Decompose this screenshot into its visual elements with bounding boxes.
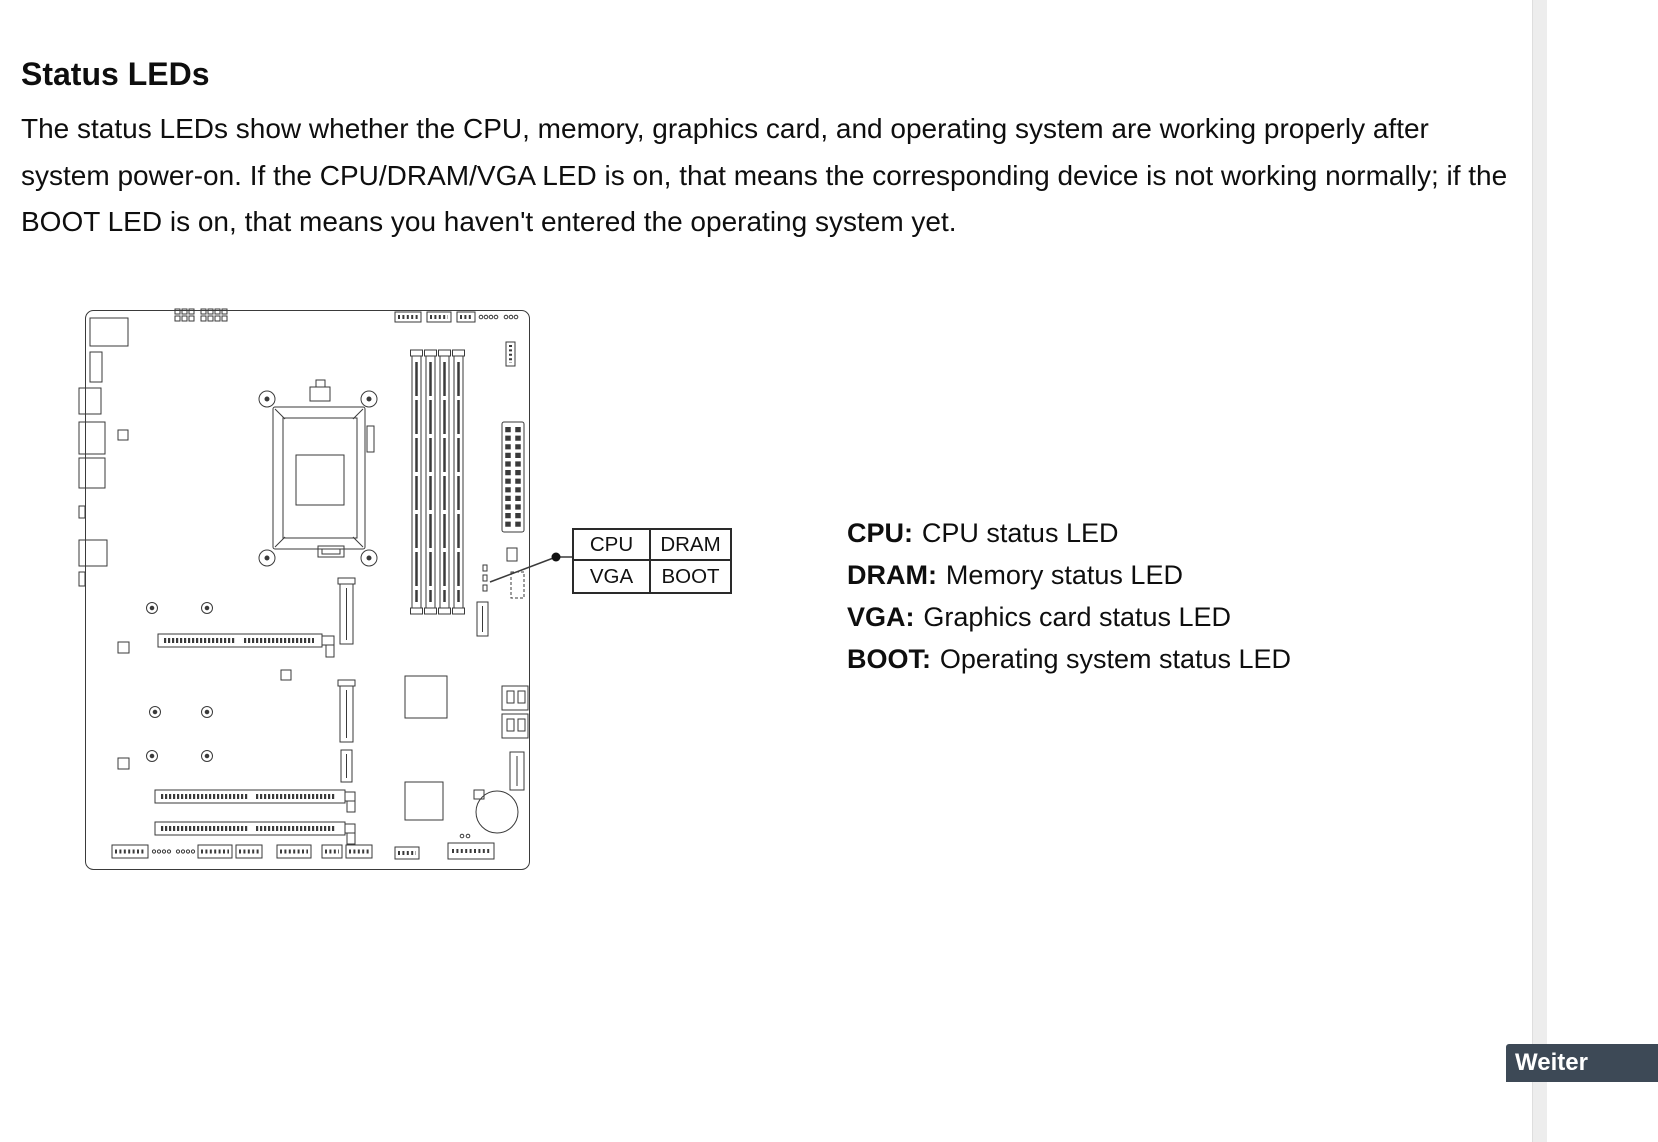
status-leds-indicator: [476, 564, 489, 637]
legend-desc: Operating system status LED: [939, 644, 1292, 674]
scrollbar[interactable]: [1532, 0, 1547, 1142]
body-text: The status LEDs show whether the CPU, me…: [21, 113, 1508, 237]
callout-cell-boot: BOOT: [661, 564, 720, 588]
io-ports: [78, 317, 129, 587]
callout-leader: [489, 552, 578, 583]
usb-pin-headers: [174, 308, 228, 322]
screw-holes: [117, 602, 292, 770]
legend-desc: Memory status LED: [945, 560, 1183, 590]
legend-term: BOOT:: [847, 644, 931, 674]
dimm-slots: [410, 349, 465, 615]
fan-headers: [394, 311, 519, 367]
callout-dot: [551, 552, 561, 562]
battery: [473, 789, 519, 834]
page-title: Status LEDs: [21, 56, 210, 92]
callout-cell-vga: VGA: [574, 561, 651, 592]
chipset: [404, 675, 448, 821]
motherboard-diagram: [78, 308, 578, 870]
led-label-table: CPU DRAM VGA BOOT: [572, 528, 732, 594]
legend-desc: CPU status LED: [921, 518, 1119, 548]
pcie-slots: [154, 633, 356, 845]
legend-term: DRAM:: [847, 560, 937, 590]
legend-item-cpu: CPU: CPU status LED: [847, 512, 1291, 554]
legend-term: VGA:: [847, 602, 915, 632]
bottom-headers: [111, 833, 495, 860]
legend-item-dram: DRAM: Memory status LED: [847, 554, 1291, 596]
callout-cell-dram: DRAM: [651, 530, 730, 561]
callout-cell-cpu: CPU: [574, 530, 651, 561]
legend-desc: Graphics card status LED: [923, 602, 1232, 632]
m2-slots: [337, 577, 356, 783]
legend-term: CPU:: [847, 518, 913, 548]
legend-item-vga: VGA: Graphics card status LED: [847, 596, 1291, 638]
next-page-button[interactable]: Weiter: [1506, 1044, 1658, 1082]
legend-item-boot: BOOT: Operating system status LED: [847, 638, 1291, 680]
atx-power-connector: [501, 421, 525, 599]
sata-connectors: [501, 685, 529, 791]
callout-line: [489, 556, 557, 583]
board-outline: [85, 310, 530, 870]
led-legend: CPU: CPU status LED DRAM: Memory status LE…: [847, 512, 1291, 680]
cpu-socket: [258, 379, 378, 567]
